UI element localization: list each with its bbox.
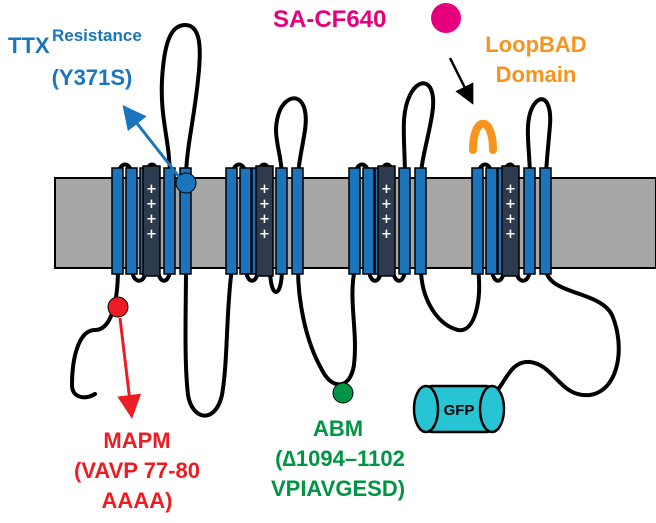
abm-marker (332, 382, 354, 404)
mapm-label-line3: AAAA) (102, 488, 173, 513)
helix-d2-s2 (239, 167, 252, 275)
gfp-barrel (412, 384, 506, 434)
charge-d4-1: + (505, 182, 516, 197)
charge-d2-2: + (259, 197, 270, 212)
charge-d1-1: + (146, 182, 157, 197)
charge-d4-3: + (505, 212, 516, 227)
charge-d3-1: + (381, 182, 392, 197)
helix-d1-s5 (163, 167, 176, 275)
helix-d2-s5 (275, 167, 288, 275)
abm-label-line2: (∆1094–1102 (275, 446, 405, 471)
mapm-label-line2: (VAVP 77-80 (74, 458, 200, 483)
charge-d2-4: + (259, 227, 270, 242)
sa-cf640-label: SA-CF640 (273, 6, 386, 33)
loopbad-label-line1: LoopBAD (485, 32, 586, 57)
helix-d4-s1 (471, 167, 484, 275)
helix-d1-s4 (142, 165, 161, 277)
charge-d1-2: + (146, 197, 157, 212)
charge-d1-4: + (146, 227, 157, 242)
helix-d2-s6 (291, 167, 304, 275)
helix-d4-s5 (523, 167, 536, 275)
helix-d1-s2 (125, 167, 138, 275)
helix-d3-s4 (377, 165, 396, 277)
helix-d3-s6 (414, 167, 427, 275)
ttx-label: TTX (8, 33, 50, 58)
sa-cf640-dot (431, 3, 461, 33)
charge-d2-1: + (259, 182, 270, 197)
helix-d4-s6 (539, 167, 552, 275)
helix-d3-s1 (348, 167, 361, 275)
helix-d1-s1 (111, 167, 124, 275)
charge-d3-2: + (381, 197, 392, 212)
helix-d3-s2 (362, 167, 375, 275)
abm-label-line3: VPIAVGESD) (271, 476, 405, 501)
charge-d4-4: + (505, 227, 516, 242)
charge-d2-3: + (259, 212, 270, 227)
helix-d2-s1 (225, 167, 238, 275)
helix-d3-s5 (398, 167, 411, 275)
charge-d3-4: + (381, 227, 392, 242)
loopbad-domain-segment (469, 119, 497, 154)
sa-cf640-arrow (448, 57, 474, 105)
ttx-resistance-marker (175, 172, 197, 194)
ttx-arrow (122, 104, 182, 179)
loopbad-label-line2: Domain (496, 62, 577, 87)
helix-d4-s4 (501, 165, 520, 277)
ttx-superscript: Resistance (52, 26, 142, 45)
charge-d4-2: + (505, 197, 516, 212)
helix-d4-s2 (485, 167, 498, 275)
abm-label-line1: ABM (313, 416, 363, 441)
helix-d1-s6 (179, 167, 192, 275)
charge-d3-3: + (381, 212, 392, 227)
mapm-arrow (117, 317, 142, 419)
transmembrane-helices (111, 165, 552, 277)
ttx-mutation: (Y371S) (52, 65, 133, 90)
helix-d2-s4 (255, 165, 274, 277)
mapm-marker (107, 296, 129, 318)
voltage-sensor-charges: + + + + + + + + + + + + + + + + (146, 182, 516, 242)
mapm-label-line1: MAPM (103, 428, 170, 453)
charge-d1-3: + (146, 212, 157, 227)
gfp-label: GFP (444, 402, 475, 419)
